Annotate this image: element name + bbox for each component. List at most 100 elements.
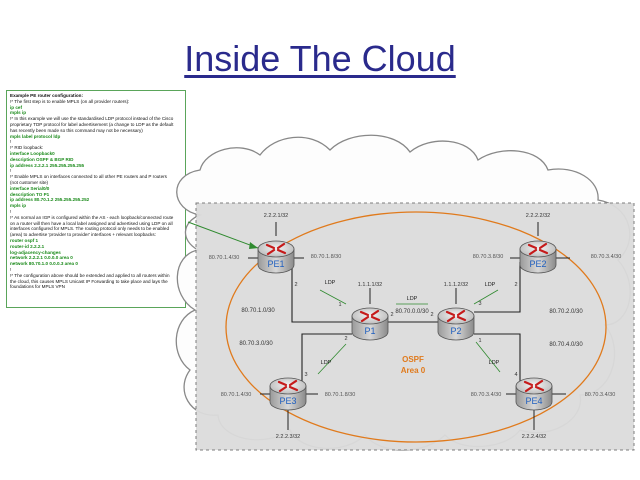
ldp-label: LDP (407, 296, 418, 302)
config-line: interface Loopback0 (10, 150, 55, 156)
config-line: (not customer site) (10, 179, 49, 185)
router-pe4[interactable]: PE4 (515, 377, 553, 411)
loopback-label: 2.2.2.2/32 (526, 213, 550, 219)
ldp-arrow (473, 289, 499, 305)
ldp-arrow (319, 289, 347, 305)
interface-number: 1 (338, 302, 341, 308)
link-l-pe3-p1 (301, 333, 352, 384)
config-line: network 2.2.2.1 0.0.0.0 area 0 (10, 255, 73, 261)
config-line: ip cef (10, 104, 22, 110)
config-line: router ospf 1 (10, 237, 39, 243)
config-line: !* As normal an IGP is configured within… (10, 214, 174, 220)
config-line: (area) to advertise 'provider to provide… (10, 232, 156, 238)
ospf-area-box (195, 202, 635, 451)
config-line: !* In this example we will use the stand… (10, 116, 174, 122)
edge-subnet-label: 80.70.3.4/30 (585, 392, 616, 398)
loopback-label: 1.1.1.1/32 (358, 282, 382, 288)
interface-number: 2 (294, 282, 297, 288)
router-arrows-icon (359, 309, 381, 323)
ldp-label: LDP (325, 280, 336, 286)
edge-subnet-label: 80.70.1.4/30 (209, 255, 240, 261)
interface-number: 3 (304, 372, 307, 378)
router-pe3[interactable]: PE3 (269, 377, 307, 411)
config-line: ! (10, 208, 12, 214)
ldp-label: LDP (321, 360, 332, 366)
router-p1[interactable]: P1 (351, 307, 389, 341)
loopback-label: 2.2.2.3/32 (276, 434, 300, 440)
router-pe2[interactable]: PE2 (519, 240, 557, 274)
config-line: network 80.70.1.0 0.0.0.3 area 0 (10, 261, 78, 267)
ldp-label: LDP (489, 360, 500, 366)
router-pe1[interactable]: PE1 (257, 240, 295, 274)
interface-number: 2 (514, 282, 517, 288)
ospf-label: OSPF (402, 355, 424, 364)
config-line: ip address 2.2.2.1 255.255.255.255 (10, 162, 85, 168)
edge-subnet-label: 80.70.3.4/30 (591, 254, 622, 260)
interface-number: 1 (478, 338, 481, 344)
config-line: has recently been made so this command m… (10, 127, 143, 133)
edge-subnet-label: 80.70.1.8/30 (311, 254, 342, 260)
config-line: ! (10, 168, 12, 174)
interface-number: 4 (514, 372, 517, 378)
slide-title: Inside The Cloud (184, 38, 456, 79)
config-line: ip address 80.70.1.2 255.255.255.252 (10, 197, 90, 203)
edge-subnet-label: 80.70.3.8/30 (473, 254, 504, 260)
config-line: proprietary TDP protocol for label adver… (10, 121, 174, 127)
subnet-label: 80.70.4.0/30 (549, 342, 583, 348)
loopback-label: 2.2.2.4/32 (522, 434, 546, 440)
config-line: interface Serial0/0 (10, 185, 50, 191)
config-line: the cloud, this causes MPLS Unicast IP F… (10, 278, 168, 284)
interface-number: 2 (390, 312, 393, 318)
config-line: foundations for MPLS VPN (10, 284, 65, 290)
config-line: Example PE router configuration: (10, 93, 83, 98)
router-arrows-icon (265, 242, 287, 256)
router-label: P1 (364, 326, 375, 336)
router-label: PE4 (525, 396, 542, 406)
router-arrows-icon (527, 242, 549, 256)
edge-subnet-label: 80.70.3.4/30 (471, 392, 502, 398)
router-label: PE2 (529, 259, 546, 269)
router-p2[interactable]: P2 (437, 307, 475, 341)
loopback-label: 2.2.2.1/32 (264, 213, 288, 219)
edge-subnet-label: 80.70.1.4/30 (221, 392, 252, 398)
subnet-label: 80.70.2.0/30 (549, 309, 583, 315)
config-line: description TO P1 (10, 191, 50, 197)
link-l-pe1-p1 (291, 262, 352, 323)
router-label: PE1 (267, 259, 284, 269)
area-label: Area 0 (401, 366, 426, 375)
config-line: mpls ip (10, 203, 27, 209)
config-line: router-id 2.2.2.1 (10, 243, 45, 249)
subnet-label: 80.70.3.0/30 (239, 341, 273, 347)
config-line: log-adjacency-changes (10, 249, 61, 255)
config-line: !* The first step is to enable MPLS (on … (10, 98, 130, 104)
router-arrows-icon (523, 379, 545, 393)
interface-number: 2 (344, 336, 347, 342)
router-arrows-icon (277, 379, 299, 393)
config-line: ! (10, 139, 12, 145)
subnet-label: 80.70.1.0/30 (241, 308, 275, 314)
edge-subnet-label: 80.70.1.8/30 (325, 392, 356, 398)
config-line: description OSPF & BGP RID (10, 156, 74, 162)
config-line: interfaces configured for MPLS. The rout… (10, 226, 170, 232)
config-pointer (187, 221, 259, 249)
ldp-ring (225, 211, 607, 443)
ldp-arrow (475, 341, 501, 373)
config-line: mpls label protocol ldp (10, 133, 61, 139)
config-box: Example PE router configuration:!* The f… (6, 90, 186, 308)
config-line: on a router will then have a local label… (10, 220, 173, 226)
config-line: ! (10, 266, 12, 272)
config-line: !* The configuration above should be ext… (10, 272, 170, 278)
interface-number: 3 (478, 301, 481, 307)
router-label: PE3 (279, 396, 296, 406)
ldp-label: LDP (485, 282, 496, 288)
router-arrows-icon (445, 309, 467, 323)
config-line: !* RID loopback: (10, 145, 44, 151)
subnet-label: 80.70.0.0/30 (395, 309, 429, 315)
router-label: P2 (450, 326, 461, 336)
interface-number: 2 (430, 312, 433, 318)
config-line: !* Enable MPLS on interfaces connected t… (10, 174, 167, 180)
loopback-label: 1.1.1.2/32 (444, 282, 468, 288)
config-line: mpls ip (10, 110, 27, 116)
link-l-pe4-p2 (474, 333, 521, 384)
